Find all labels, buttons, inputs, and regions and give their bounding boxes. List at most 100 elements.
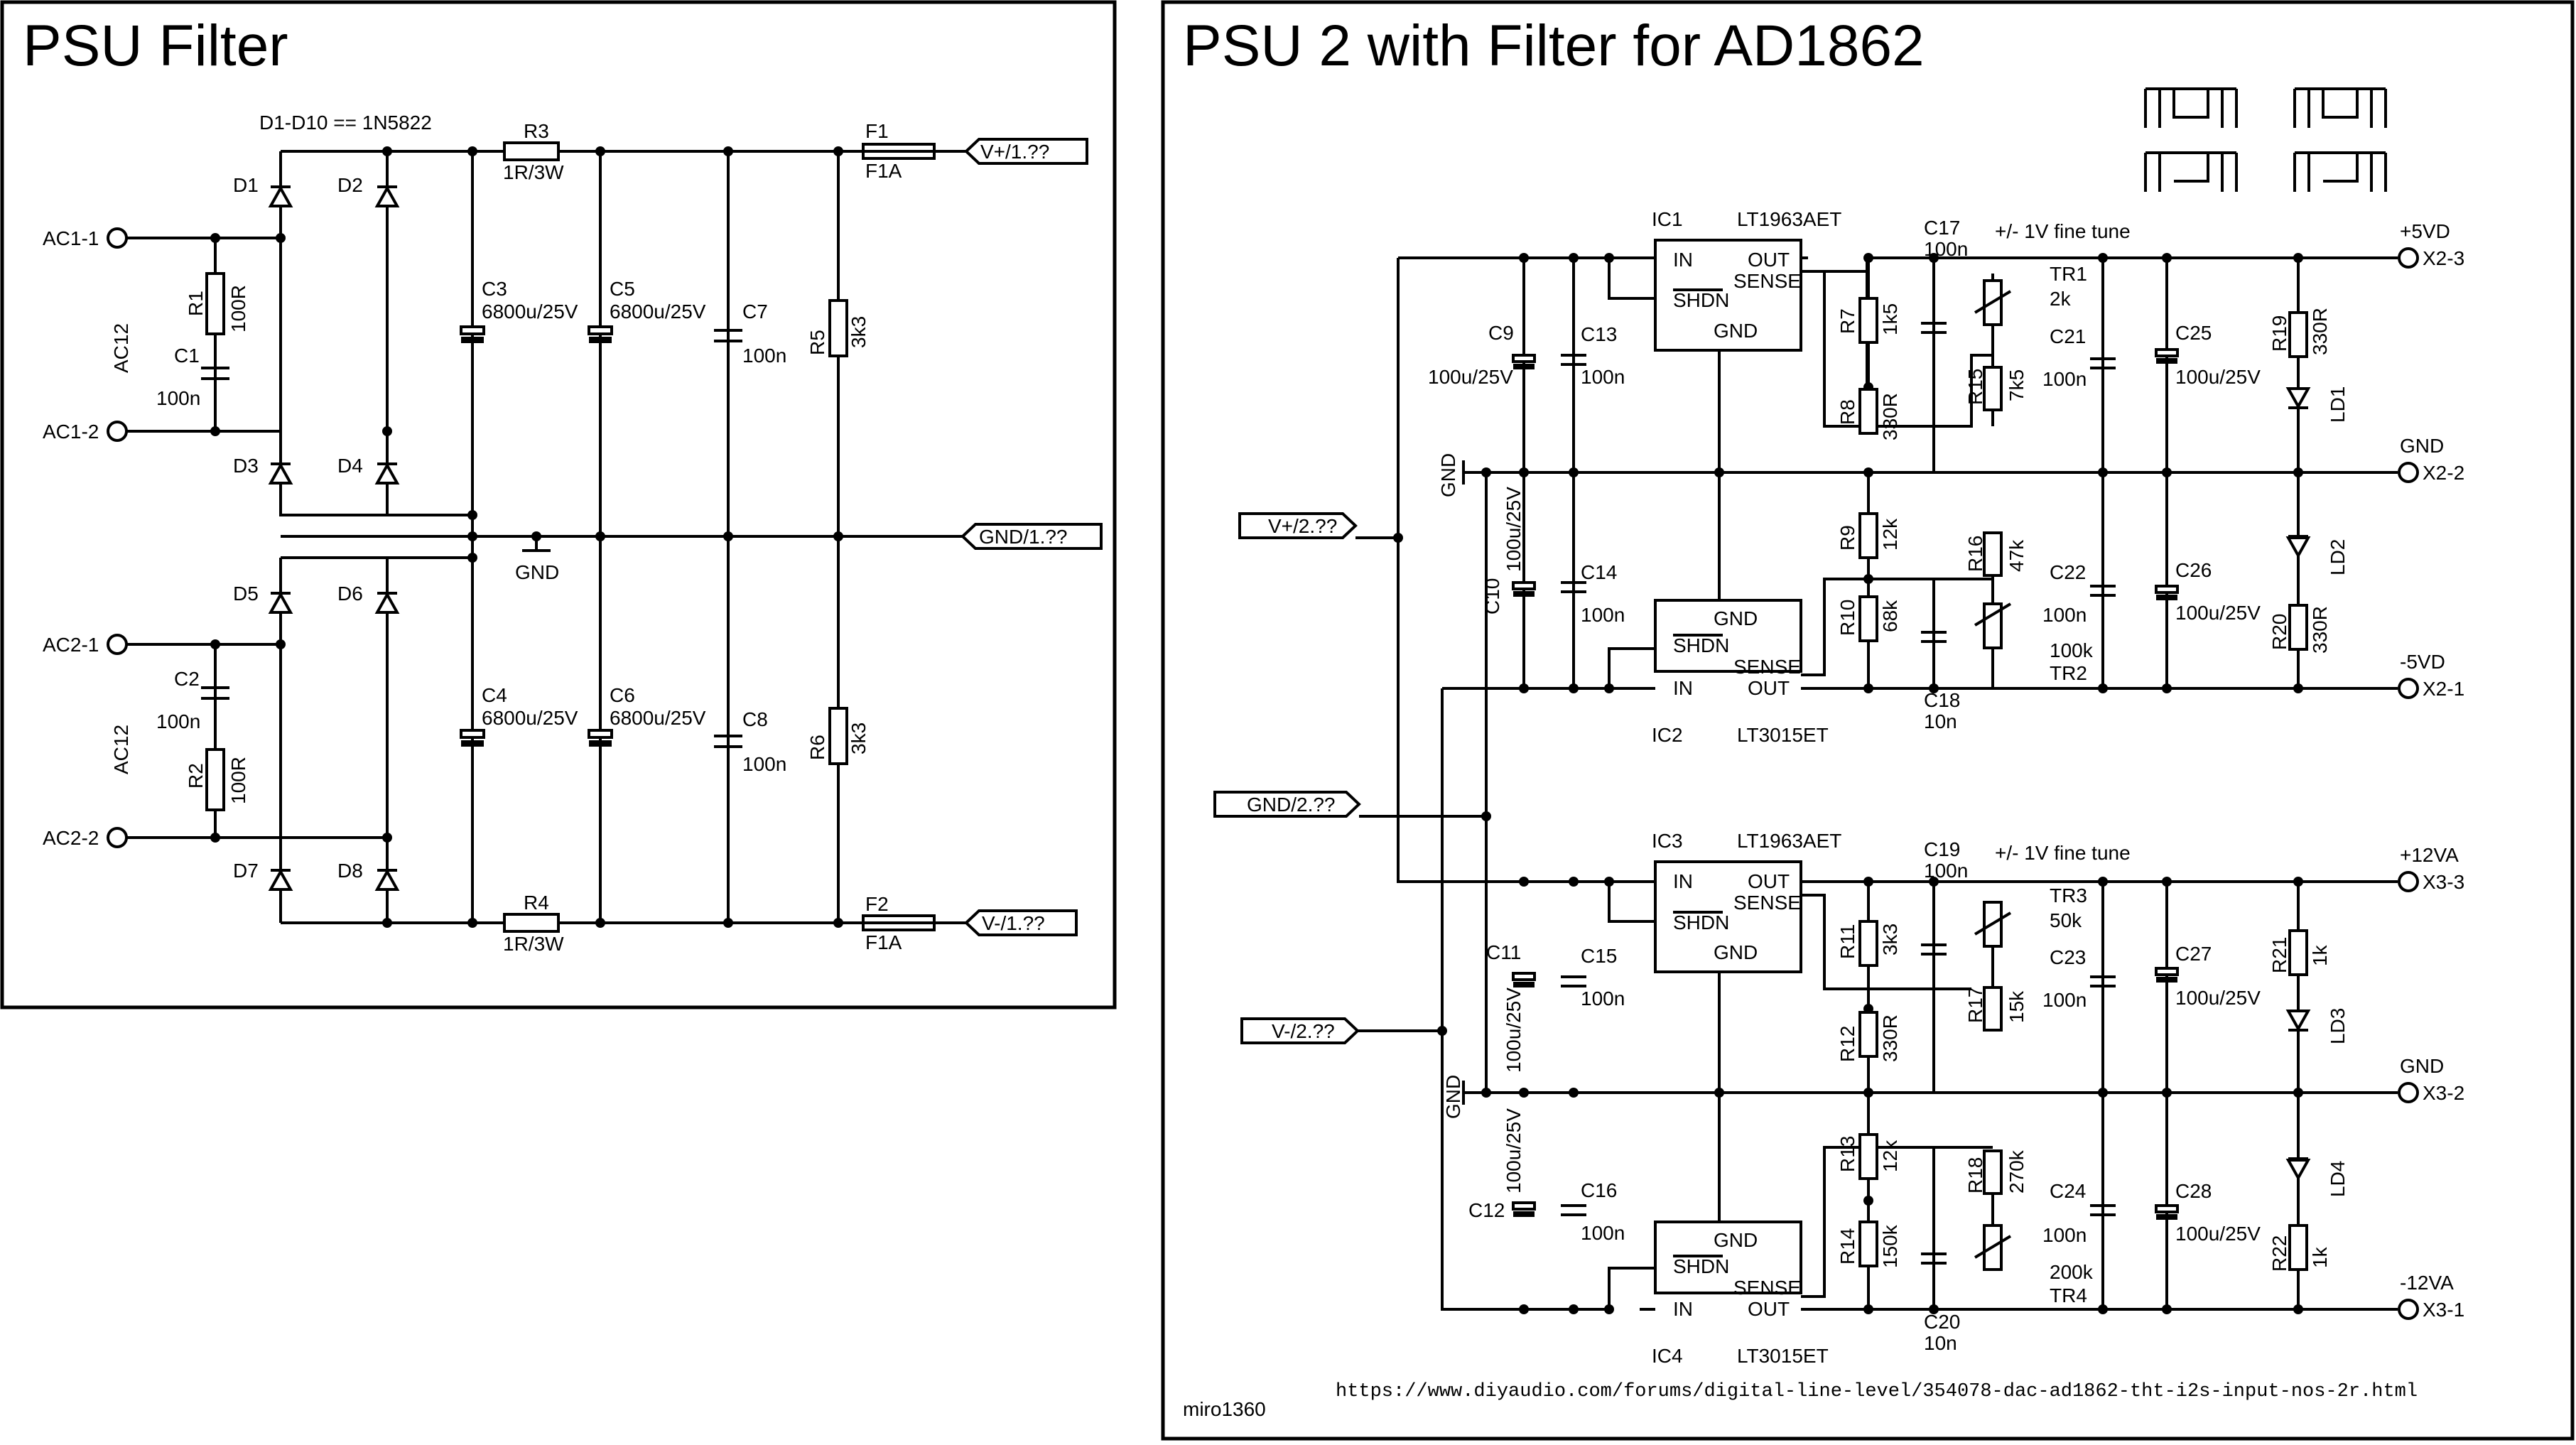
regulators: IC1 LT1963AET IN OUT SENSE SHDN GND IC2 …	[1640, 208, 1841, 1367]
svg-text:+/- 1V fine tune: +/- 1V fine tune	[1995, 842, 2131, 864]
svg-text:-12VA: -12VA	[2400, 1272, 2454, 1294]
ac-terminals: AC1-1 AC1-2 AC2-1 AC2-2 AC12 AC12	[43, 227, 132, 849]
svg-text:LT1963AET: LT1963AET	[1737, 830, 1841, 852]
svg-text:1k5: 1k5	[1879, 303, 1901, 335]
svg-text:2k: 2k	[2050, 288, 2072, 310]
cap-c3	[460, 325, 485, 343]
bleeder-resistors: R5 3k3 R6 3k3	[806, 299, 870, 765]
svg-text:100u/25V: 100u/25V	[1428, 366, 1513, 388]
cap-c4	[460, 729, 485, 747]
svg-text:100n: 100n	[1581, 366, 1625, 388]
heatsink-icon	[2293, 151, 2387, 192]
svg-text:12k: 12k	[1879, 1140, 1901, 1172]
svg-text:LD2: LD2	[2327, 539, 2349, 575]
svg-text:D1: D1	[233, 174, 259, 196]
svg-text:R21: R21	[2268, 937, 2290, 973]
svg-text:C17: C17	[1924, 217, 1960, 239]
diode-d8	[374, 868, 400, 891]
svg-text:GND: GND	[1714, 941, 1758, 963]
ac12-label-2: AC12	[110, 725, 132, 774]
svg-text:C22: C22	[2050, 561, 2086, 583]
svg-text:X2-3: X2-3	[2423, 247, 2464, 269]
svg-text:R7: R7	[1836, 308, 1858, 334]
port-gnd-1: GND/1.??	[979, 526, 1068, 548]
svg-text:SHDN: SHDN	[1673, 634, 1729, 656]
svg-text:100n: 100n	[1581, 987, 1625, 1010]
svg-text:R16: R16	[1964, 536, 1986, 572]
svg-text:100u/25V: 100u/25V	[2175, 987, 2261, 1009]
svg-text:X2-2: X2-2	[2423, 462, 2464, 484]
svg-text:7k5: 7k5	[2006, 369, 2028, 401]
svg-text:TR2: TR2	[2050, 662, 2087, 684]
psu-filter-frame	[0, 0, 1117, 1010]
svg-text:100n: 100n	[156, 387, 200, 409]
svg-text:100R: 100R	[227, 757, 249, 804]
psu-filter-title: PSU Filter	[23, 13, 288, 78]
svg-text:50k: 50k	[2050, 909, 2082, 931]
svg-text:330R: 330R	[2309, 308, 2331, 355]
svg-text:1R/3W: 1R/3W	[503, 161, 564, 183]
svg-text:C4: C4	[482, 684, 507, 706]
svg-text:D4: D4	[337, 455, 363, 477]
snubber-parts: R1 100R C1 100n C2 100n R2 100R	[156, 272, 249, 811]
led-ld2	[2285, 535, 2311, 559]
svg-text:C11: C11	[1486, 941, 1521, 963]
svg-text:C16: C16	[1581, 1179, 1617, 1201]
svg-text:100n: 100n	[1924, 238, 1968, 260]
led-ld1	[2285, 387, 2311, 410]
svg-text:100n: 100n	[742, 345, 786, 367]
svg-text:SHDN: SHDN	[1673, 1255, 1729, 1277]
source-url: https://www.diyaudio.com/forums/digital-…	[1336, 1381, 2418, 1402]
svg-text:X2-1: X2-1	[2423, 678, 2464, 700]
svg-text:LD3: LD3	[2327, 1008, 2349, 1044]
psu2-output-caps: C21 100n C22 100n C23 100n C24 100n C25 …	[2042, 322, 2261, 1246]
svg-text:R15: R15	[1964, 369, 1986, 405]
svg-text:C5: C5	[610, 278, 635, 300]
ic1-body	[1654, 239, 1802, 352]
port-vplus-1: V+/1.??	[980, 141, 1049, 163]
svg-text:IC1: IC1	[1652, 208, 1683, 230]
svg-text:F1A: F1A	[865, 160, 902, 182]
svg-text:100n: 100n	[156, 710, 200, 732]
svg-text:C3: C3	[482, 278, 507, 300]
svg-text:IN: IN	[1673, 1298, 1693, 1320]
svg-text:R19: R19	[2268, 315, 2290, 352]
svg-text:C23: C23	[2050, 946, 2086, 968]
svg-text:C25: C25	[2175, 322, 2212, 344]
svg-text:100n: 100n	[1581, 604, 1625, 626]
heatsink-icons	[2144, 87, 2387, 192]
author: miro1360	[1183, 1398, 1266, 1420]
svg-text:R1: R1	[185, 291, 207, 316]
svg-text:6800u/25V: 6800u/25V	[482, 301, 578, 323]
svg-text:GND: GND	[1714, 1229, 1758, 1251]
svg-text:R5: R5	[806, 330, 828, 355]
svg-text:C24: C24	[2050, 1180, 2086, 1202]
svg-text:R14: R14	[1836, 1228, 1858, 1265]
svg-text:R8: R8	[1836, 399, 1858, 425]
svg-text:C13: C13	[1581, 323, 1617, 345]
svg-text:1k: 1k	[2309, 1246, 2331, 1268]
diode-d2	[374, 185, 400, 207]
svg-text:R12: R12	[1836, 1026, 1858, 1062]
psu2-outputs: +5VD X2-3 GND X2-2 -5VD X2-1 +12VA X3-3 …	[2398, 220, 2464, 1321]
svg-text:IN: IN	[1673, 870, 1693, 892]
svg-text:100u/25V: 100u/25V	[2175, 366, 2261, 388]
svg-text:C12: C12	[1468, 1199, 1505, 1221]
svg-text:OUT: OUT	[1748, 1298, 1790, 1320]
led-ld3	[2285, 1010, 2311, 1032]
svg-text:1R/3W: 1R/3W	[503, 933, 564, 955]
svg-text:LD4: LD4	[2327, 1161, 2349, 1197]
svg-text:100n: 100n	[2042, 1224, 2087, 1246]
svg-text:GND: GND	[1437, 453, 1459, 497]
psu2-gnd-symbols: GND GND	[1437, 453, 1465, 1119]
port-vminus-1: V-/1.??	[982, 912, 1045, 934]
svg-text:C28: C28	[2175, 1180, 2212, 1202]
svg-text:12k: 12k	[1879, 518, 1901, 551]
svg-text:C15: C15	[1581, 945, 1617, 967]
svg-text:R2: R2	[185, 763, 207, 789]
psu2-frame	[1161, 0, 2575, 1441]
svg-text:IC4: IC4	[1652, 1345, 1683, 1367]
svg-text:GND: GND	[1714, 320, 1758, 342]
ac2-1-label: AC2-1	[43, 634, 99, 656]
